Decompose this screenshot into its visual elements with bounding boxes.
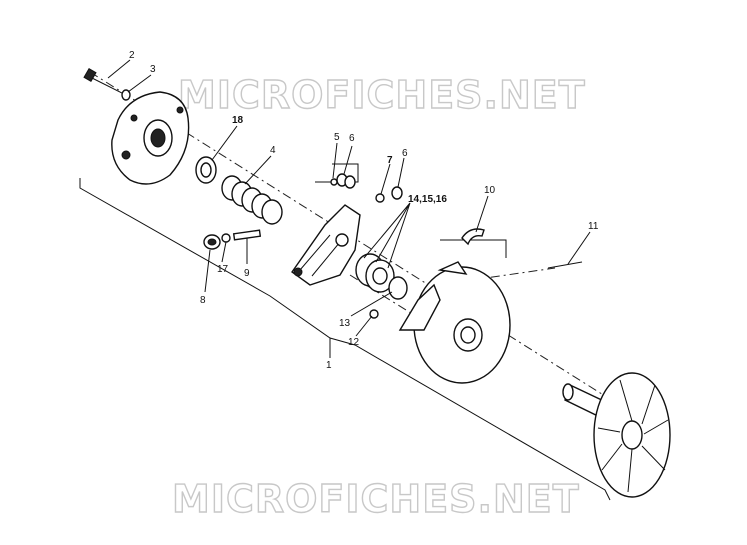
leader-2: [107, 59, 131, 79]
spring-4: [221, 175, 283, 225]
bearing-stack: [355, 253, 395, 293]
label-13: 13: [339, 318, 351, 329]
washer-5: [330, 178, 338, 186]
label-10: 10: [484, 185, 496, 196]
leader-6a: [343, 145, 353, 175]
roller-6-right: [391, 186, 403, 200]
nut-7: [375, 193, 385, 203]
leader-8: [204, 249, 211, 293]
label-17: 17: [217, 264, 229, 275]
watermark-bottom: MICROFICHES.NET: [172, 477, 580, 521]
watermark-top: MICROFICHES.NET: [178, 73, 586, 117]
label-6a: 6: [349, 133, 355, 144]
washer-3: [121, 89, 131, 101]
leader-12: [355, 315, 373, 337]
leader-4: [244, 155, 272, 185]
label-3: 3: [150, 64, 156, 75]
pin-9: [232, 229, 262, 241]
bushing-13: [388, 276, 408, 300]
label-12: 12: [348, 337, 360, 348]
leader-18: [211, 125, 238, 161]
leader-17: [221, 241, 227, 263]
label-18: 18: [232, 115, 244, 126]
label-11: 11: [588, 221, 599, 232]
label-14-15-16: 14,15,16: [408, 194, 447, 205]
label-1: 1: [326, 360, 332, 371]
label-5: 5: [334, 132, 340, 143]
label-7: 7: [387, 155, 393, 166]
leader-5: [332, 142, 338, 179]
leader-7: [380, 163, 391, 195]
clip-10: [461, 228, 485, 246]
roller-6b: [344, 175, 356, 189]
bracket-10: [440, 239, 507, 258]
cover-plate: [111, 91, 190, 185]
leader-3: [127, 74, 152, 93]
bolt-11: [547, 261, 583, 269]
weight-8: [203, 234, 221, 250]
roller-17: [221, 233, 231, 243]
leader-14-15-16: [363, 202, 411, 269]
label-9: 9: [244, 268, 250, 279]
leader-13: [350, 291, 393, 317]
label-2: 2: [129, 50, 135, 61]
fixed-sheave: [562, 372, 671, 498]
label-6b: 6: [402, 148, 408, 159]
spider-arm: [291, 204, 361, 286]
leader-10: [475, 195, 489, 233]
label-8: 8: [200, 295, 206, 306]
leader-11: [567, 231, 591, 265]
bushing-18: [195, 156, 217, 184]
label-4: 4: [270, 145, 276, 156]
movable-sheave: [398, 261, 511, 384]
leader-6b: [397, 157, 405, 188]
